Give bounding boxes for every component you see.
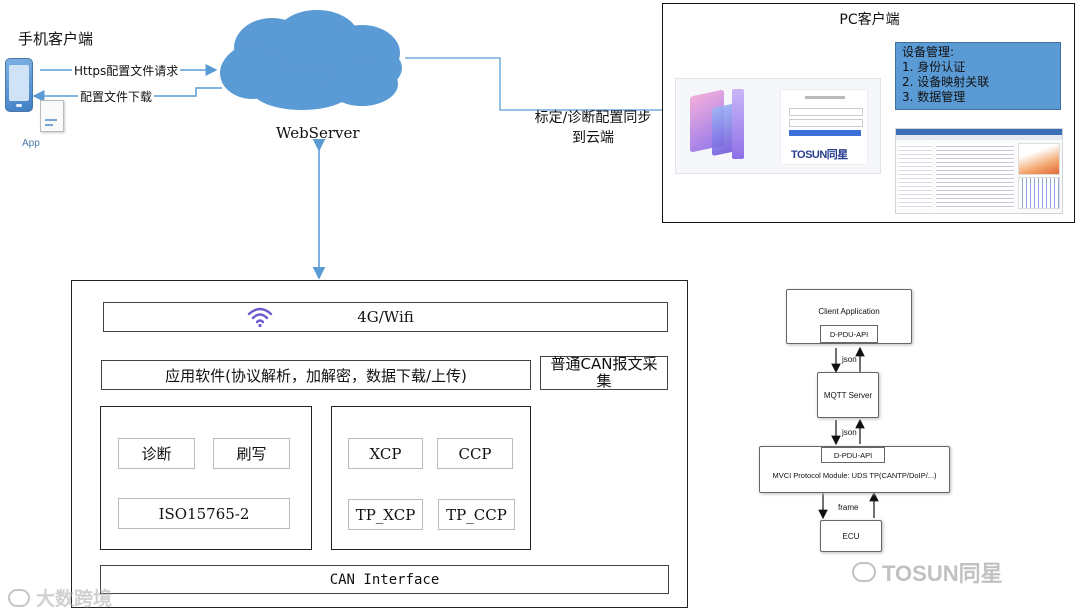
pc-client-title: PC客户端 [839, 12, 900, 28]
app-software-label: 应用软件(协议解析，加解密，数据下载/上传) [165, 366, 467, 385]
network-label: 4G/Wifi [357, 308, 414, 326]
login-form: TOSUN同星 [780, 89, 868, 165]
software-screenshot [895, 128, 1063, 214]
mqtt-server-label: MQTT Server [823, 390, 873, 400]
flash-box: 刷写 [213, 438, 290, 469]
client-app-label: Client Application [818, 307, 880, 316]
can-interface-box: CAN Interface [100, 565, 669, 594]
wechat-icon [852, 562, 876, 582]
sync-label-line2: 到云端 [572, 130, 614, 146]
network-box: 4G/Wifi [103, 302, 668, 332]
xcp-label: XCP [369, 444, 402, 463]
cloud-icon [220, 10, 402, 110]
tp-ccp-label: TP_CCP [446, 505, 507, 524]
xcp-box: XCP [348, 438, 423, 469]
ecu-box: ECU [820, 520, 882, 552]
dpdu-api-bottom-box: D-PDU-API [821, 447, 885, 463]
watermark-left-logo-icon [8, 588, 30, 607]
sync-label-line1: 标定/诊断配置同步 [534, 110, 652, 126]
iso-label: ISO15765-2 [158, 504, 250, 523]
flash-label: 刷写 [236, 445, 267, 463]
watermark-left: 大数跨境 [8, 584, 112, 611]
app-label: App [22, 138, 40, 149]
mgmt-item-3: 3. 数据管理 [902, 90, 966, 104]
sync-connector [405, 57, 662, 111]
mgmt-item-1: 1. 身份认证 [902, 60, 966, 74]
watermark-right-text: TOSUN同星 [882, 561, 1003, 586]
app-software-box: 应用软件(协议解析，加解密，数据下载/上传) [101, 360, 531, 390]
iso-box: ISO15765-2 [118, 498, 290, 529]
frame-label: frame [838, 503, 859, 512]
ccp-label: CCP [458, 444, 492, 463]
sync-label: 标定/诊断配置同步 到云端 [522, 108, 664, 148]
webserver-label: WebServer [276, 124, 360, 142]
watermark-right: TOSUN同星 [852, 556, 1003, 588]
can-capture-label: 普通CAN报文采集 [550, 355, 658, 390]
dpdu-api-bottom-label: D-PDU-API [833, 450, 873, 460]
can-interface-label: CAN Interface [329, 571, 440, 588]
ecu-label: ECU [842, 531, 860, 541]
diag-box: 诊断 [118, 438, 195, 469]
mqtt-server-box: MQTT Server [817, 372, 879, 418]
can-capture-box: 普通CAN报文采集 [540, 356, 668, 390]
login-screenshot: TOSUN同星 [675, 78, 881, 174]
download-label: 配置文件下载 [78, 88, 155, 105]
pc-client-panel: PC客户端 TOSUN同星 设备管理: 1. 身份认证 2. 设备映射关联 3.… [662, 3, 1075, 223]
mvci-label: MVCI Protocol Module: UDS TP(CANTP/DoIP/… [772, 471, 937, 480]
json-label-2: json [842, 428, 857, 437]
request-label: Https配置文件请求 [72, 62, 181, 79]
wifi-icon [247, 307, 273, 328]
dpdu-api-top-label: D-PDU-API [829, 329, 869, 339]
client-app-box: Client Application D-PDU-API [786, 289, 912, 344]
ccp-box: CCP [437, 438, 513, 469]
watermark-left-text: 大数跨境 [36, 588, 113, 610]
mgmt-heading: 设备管理: [902, 45, 955, 59]
mgmt-item-2: 2. 设备映射关联 [902, 75, 990, 89]
document-icon [40, 100, 64, 132]
dpdu-api-top-box: D-PDU-API [820, 325, 878, 343]
device-management-box: 设备管理: 1. 身份认证 2. 设备映射关联 3. 数据管理 [895, 42, 1061, 110]
tp-xcp-label: TP_XCP [355, 505, 416, 524]
tp-ccp-box: TP_CCP [438, 499, 515, 530]
diag-label: 诊断 [141, 445, 172, 463]
json-label-1: json [842, 355, 857, 364]
mobile-client-title: 手机客户端 [18, 30, 94, 48]
phone-icon [5, 58, 33, 112]
brand-logo: TOSUN同星 [791, 149, 848, 161]
mvci-box: D-PDU-API MVCI Protocol Module: UDS TP(C… [759, 446, 950, 493]
tp-xcp-box: TP_XCP [348, 499, 423, 530]
